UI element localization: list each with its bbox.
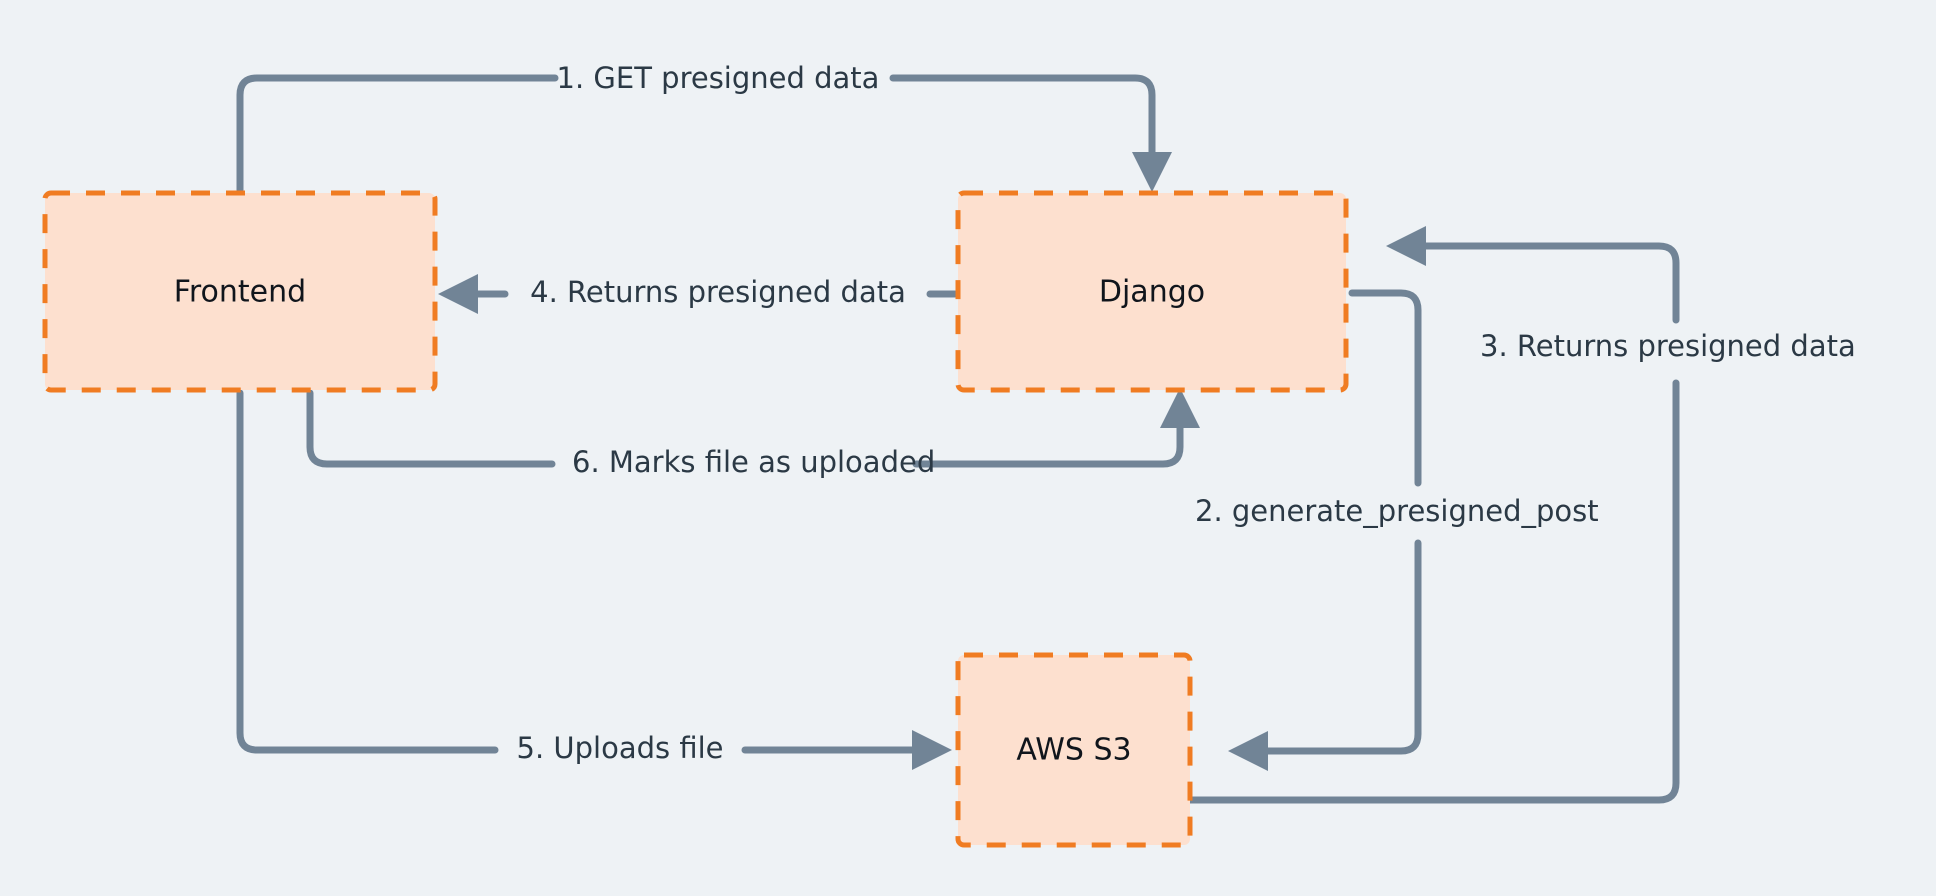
node-aws-s3-label: AWS S3 — [1016, 733, 1131, 768]
edge-step-2-label: 2. generate_presigned_post — [1195, 494, 1599, 528]
node-frontend-label: Frontend — [174, 275, 306, 310]
edge-step-2-lower-segment — [1256, 539, 1422, 755]
node-aws-s3[interactable]: AWS S3 — [955, 652, 1193, 848]
node-django-label: Django — [1099, 275, 1205, 310]
edge-step-3-label: 3. Returns presigned data — [1480, 329, 1856, 363]
edge-step-1-left-segment — [236, 74, 559, 194]
node-frontend[interactable]: Frontend — [42, 190, 438, 393]
edge-step-1: 1. GET presigned data — [236, 61, 1172, 194]
edge-step-3-lower-segment — [1186, 379, 1680, 804]
edge-step-5-arrowhead — [912, 730, 952, 770]
edge-step-6-arrowhead — [1160, 388, 1200, 428]
edge-step-6-label: 6. Marks file as uploaded — [572, 445, 935, 479]
edge-step-3-upper-segment — [1414, 242, 1680, 324]
edge-step-1-arrowhead — [1132, 152, 1172, 192]
node-aws-s3-box[interactable] — [955, 652, 1193, 848]
edge-step-4-label: 4. Returns presigned data — [530, 275, 906, 309]
edge-step-1-label: 1. GET presigned data — [557, 61, 880, 95]
edge-step-4: 4. Returns presigned data — [438, 274, 959, 314]
edge-step-3: 3. Returns presigned data — [1186, 226, 1856, 804]
node-django[interactable]: Django — [955, 190, 1349, 393]
edge-step-5-left-segment — [236, 389, 499, 754]
edge-step-2-arrowhead — [1228, 731, 1268, 771]
node-django-box[interactable] — [955, 190, 1349, 393]
edge-step-2: 2. generate_presigned_post — [1195, 289, 1599, 771]
edge-step-5-label: 5. Uploads file — [517, 731, 724, 765]
edge-step-2-upper-segment — [1348, 289, 1422, 487]
edge-step-6: 6. Marks file as uploaded — [306, 388, 1200, 479]
edge-step-1-right-segment — [889, 74, 1156, 164]
edge-step-6-right-segment — [912, 416, 1184, 468]
node-frontend-box[interactable] — [42, 190, 438, 393]
edge-step-3-arrowhead — [1386, 226, 1426, 266]
edge-step-6-left-segment — [306, 389, 556, 468]
edge-step-5: 5. Uploads file — [236, 389, 952, 770]
edge-step-4-arrowhead — [438, 274, 478, 314]
